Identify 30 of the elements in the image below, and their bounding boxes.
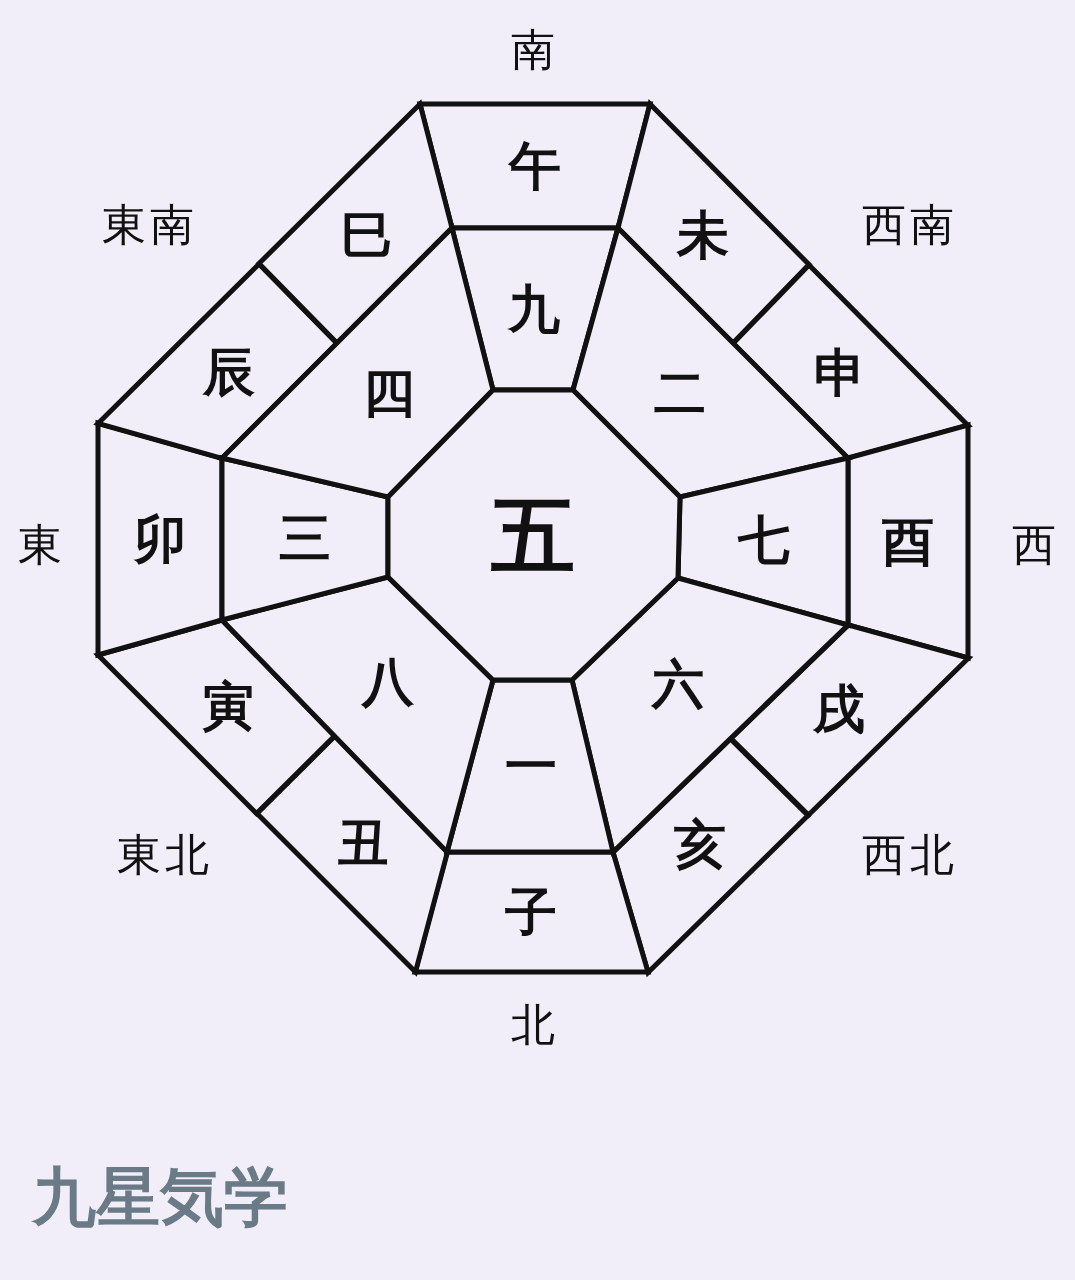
direction-label: 西南 [862,203,958,247]
kanji-label: 戌 [812,683,865,736]
kanji-label: 午 [509,140,561,192]
kanji-label: 七 [737,513,790,566]
kanji-label: 申 [813,346,866,399]
kanji-label: 八 [361,656,414,709]
kanji-label: 九 [508,283,560,335]
kanji-label: 辰 [203,345,255,398]
direction-label: 東北 [117,833,213,877]
kanji-label: 寅 [201,680,254,733]
kanji-label: 酉 [882,515,934,568]
kanji-label: 子 [504,886,557,938]
kanji-label: 二 [653,367,706,420]
title: 九星気学 [32,1165,288,1229]
kanji-label: 三 [279,512,331,564]
direction-label: 東南 [102,203,198,247]
kanji-label: 丑 [337,817,390,870]
direction-label: 西北 [862,833,958,877]
direction-label: 北 [511,1003,559,1047]
direction-label: 東 [18,523,66,567]
direction-label: 西 [1012,523,1060,567]
kanji-label: 一 [505,740,558,792]
kanji-label: 卯 [134,513,186,565]
direction-label: 南 [511,28,559,72]
kanji-label: 四 [362,367,415,420]
kanji-label: 巳 [341,208,393,261]
kanji-label: 五 [491,494,576,579]
kanji-label: 六 [651,657,704,710]
kanji-label: 未 [676,208,729,261]
kanji-label: 亥 [673,818,726,871]
